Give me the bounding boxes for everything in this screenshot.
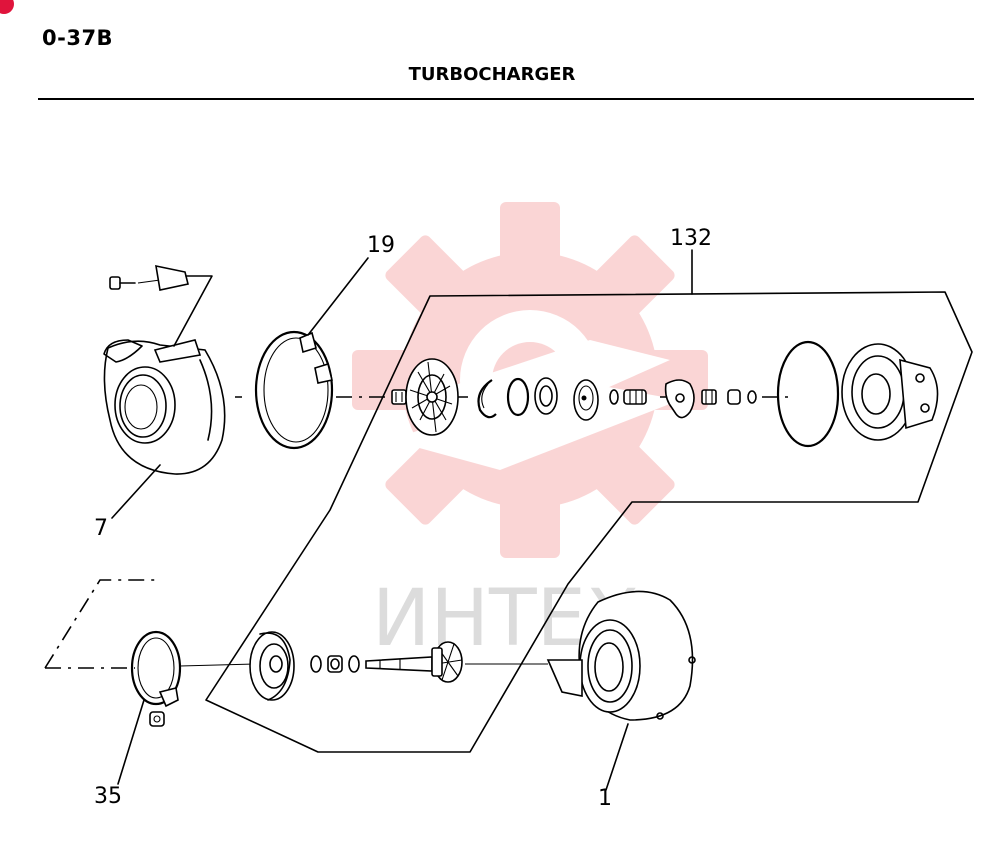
centerline-lower-solid bbox=[179, 663, 548, 667]
callout-35: 35 bbox=[94, 784, 122, 809]
bolt-and-bracket bbox=[109, 264, 213, 347]
part-19-snap-ring bbox=[254, 330, 334, 450]
callout-1: 1 bbox=[598, 786, 612, 811]
retaining-ring bbox=[477, 379, 497, 419]
leader-19 bbox=[307, 257, 369, 336]
leader-1 bbox=[605, 723, 629, 791]
thrust-collar bbox=[609, 389, 647, 405]
callout-132: 132 bbox=[670, 226, 712, 251]
insert-washer bbox=[534, 377, 558, 415]
compressor-nut bbox=[391, 389, 407, 405]
shaft-rings bbox=[310, 655, 360, 673]
thrust-bearing bbox=[664, 379, 695, 419]
header-divider bbox=[38, 98, 974, 100]
bearing-and-nuts bbox=[701, 389, 757, 405]
leader-35 bbox=[117, 699, 145, 785]
part-1-turbine-housing bbox=[546, 590, 696, 721]
assembly-132-boundary bbox=[205, 291, 973, 753]
o-ring bbox=[506, 377, 530, 417]
gasket-large bbox=[776, 340, 840, 448]
corner-badge-icon bbox=[0, 0, 14, 14]
centerline-lower bbox=[44, 579, 155, 669]
callout-19: 19 bbox=[367, 233, 395, 258]
heat-shield bbox=[249, 631, 295, 701]
compressor-wheel bbox=[405, 358, 459, 436]
part-35-clamp bbox=[130, 630, 182, 727]
turbine-shaft-wheel bbox=[365, 641, 463, 683]
page-title: TURBOCHARGER bbox=[408, 64, 576, 85]
callout-7: 7 bbox=[94, 516, 108, 541]
part-7-compressor-housing bbox=[103, 339, 226, 475]
bearing-housing bbox=[841, 343, 939, 441]
page-code: 0-37B bbox=[42, 26, 114, 50]
leader-7 bbox=[111, 464, 161, 519]
oil-deflector bbox=[573, 379, 599, 421]
watermark-gear-logo bbox=[352, 202, 708, 558]
